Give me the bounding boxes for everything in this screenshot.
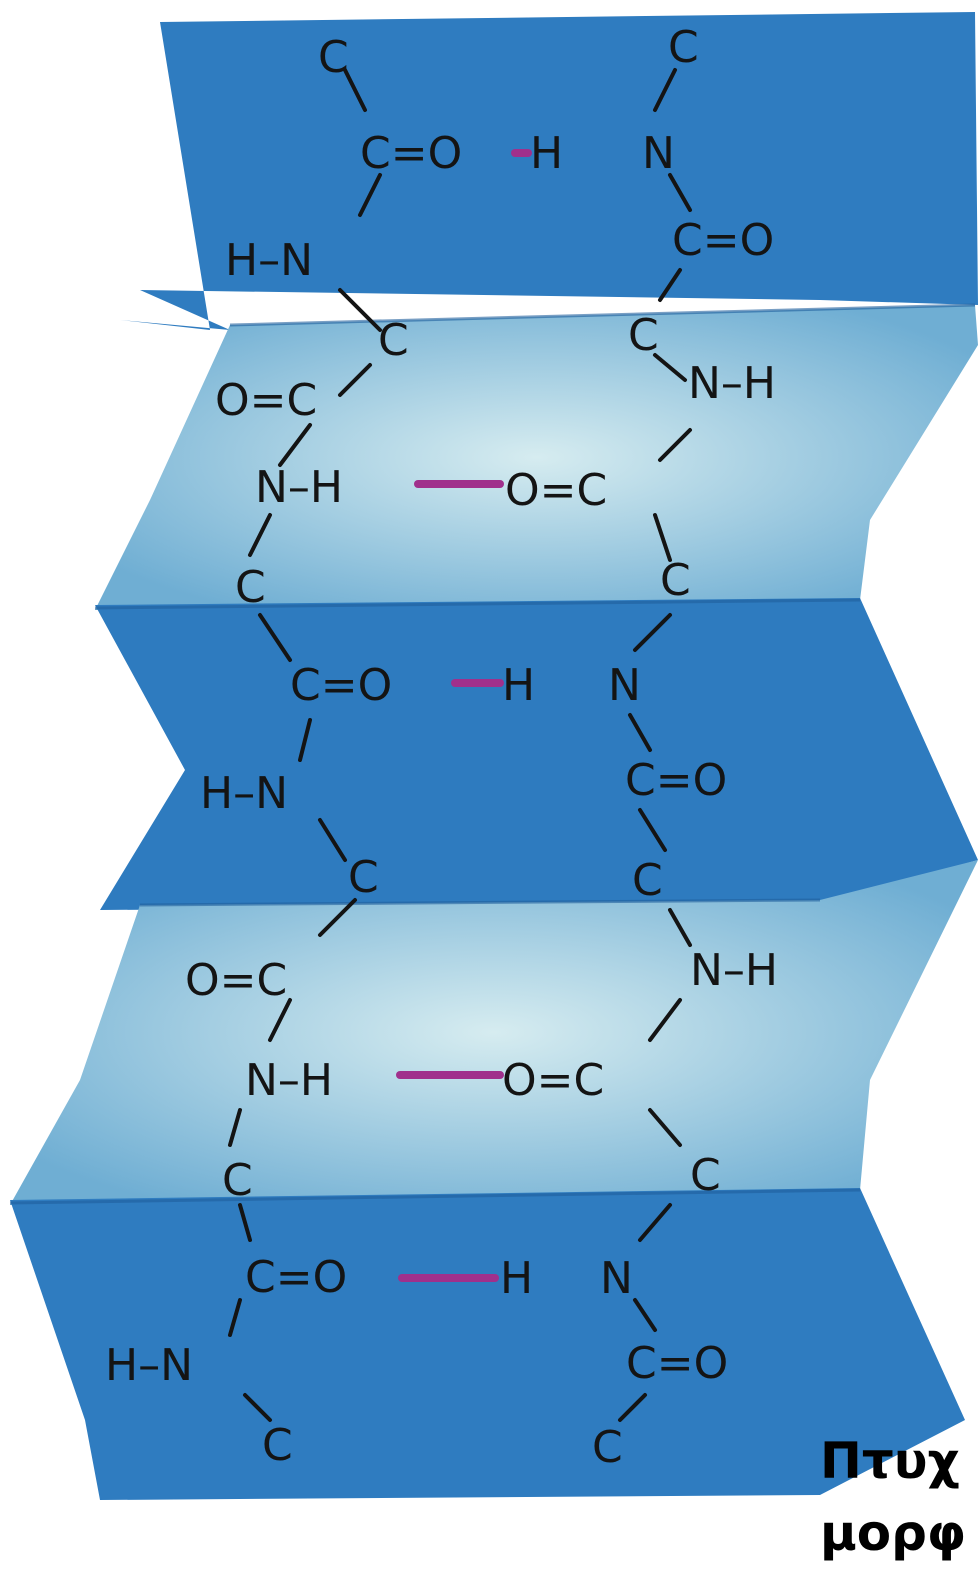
hydrogen-bonds — [396, 149, 532, 1282]
right-strand-atoms: C H N C=O C N–H O=C C H N C=O C N–H O=C … — [500, 22, 778, 1473]
beta-pleated-sheet-diagram: C C=O H–N C O=C N–H C C=O H–N C O=C N–H … — [9, 12, 978, 1500]
atom-carbon: C — [690, 1150, 721, 1201]
left-strand-atoms: C C=O H–N C O=C N–H C C=O H–N C O=C N–H … — [105, 32, 462, 1471]
backbone-bonds — [228, 68, 692, 1422]
amide-group: N–H — [690, 945, 778, 996]
carbonyl-group: C=O — [360, 128, 462, 179]
caption-line: Πτυχ — [820, 1432, 960, 1490]
pleat-band-dark — [10, 1188, 965, 1500]
atom-carbon: C — [632, 855, 663, 906]
amide-group: N–H — [688, 358, 776, 409]
carbonyl-group: O=C — [215, 375, 317, 426]
atom-carbon: C — [262, 1420, 293, 1471]
amide-group: N–H — [255, 462, 343, 513]
amide-group: H–N — [225, 235, 313, 286]
carbonyl-group: C=O — [626, 1338, 728, 1389]
amide-group: N–H — [245, 1055, 333, 1106]
atom-carbon: C — [660, 555, 691, 606]
carbonyl-group: C=O — [290, 660, 392, 711]
hydrogen-atom: H — [500, 1253, 533, 1304]
pleat-band-light — [10, 860, 978, 1205]
amide-group: N — [608, 660, 641, 711]
carbonyl-group: O=C — [502, 1055, 604, 1106]
fold-lines — [9, 303, 976, 1205]
atom-carbon: C — [592, 1422, 623, 1473]
carbonyl-group: O=C — [505, 465, 607, 516]
pleat-band-dark — [120, 12, 978, 330]
atom-carbon: C — [235, 562, 266, 613]
atom-carbon: C — [378, 315, 409, 366]
hydrogen-atom: H — [502, 660, 535, 711]
atom-carbon: C — [628, 310, 659, 361]
atom-carbon: C — [222, 1155, 253, 1206]
atom-carbon: C — [348, 852, 379, 903]
caption-text: Πτυχ μορφ — [820, 1425, 978, 1569]
carbonyl-group: O=C — [185, 955, 287, 1006]
amide-group: H–N — [200, 768, 288, 819]
pleat-band-dark — [95, 598, 978, 910]
pleat-band-light — [95, 305, 978, 610]
atom-carbon: C — [318, 32, 349, 83]
amide-group: H–N — [105, 1340, 193, 1391]
hydrogen-atom: H — [530, 128, 563, 179]
amide-group: N — [642, 128, 675, 179]
atom-carbon: C — [668, 22, 699, 73]
amide-group: N — [600, 1253, 633, 1304]
carbonyl-group: C=O — [245, 1252, 347, 1303]
carbonyl-group: C=O — [625, 755, 727, 806]
carbonyl-group: C=O — [672, 215, 774, 266]
